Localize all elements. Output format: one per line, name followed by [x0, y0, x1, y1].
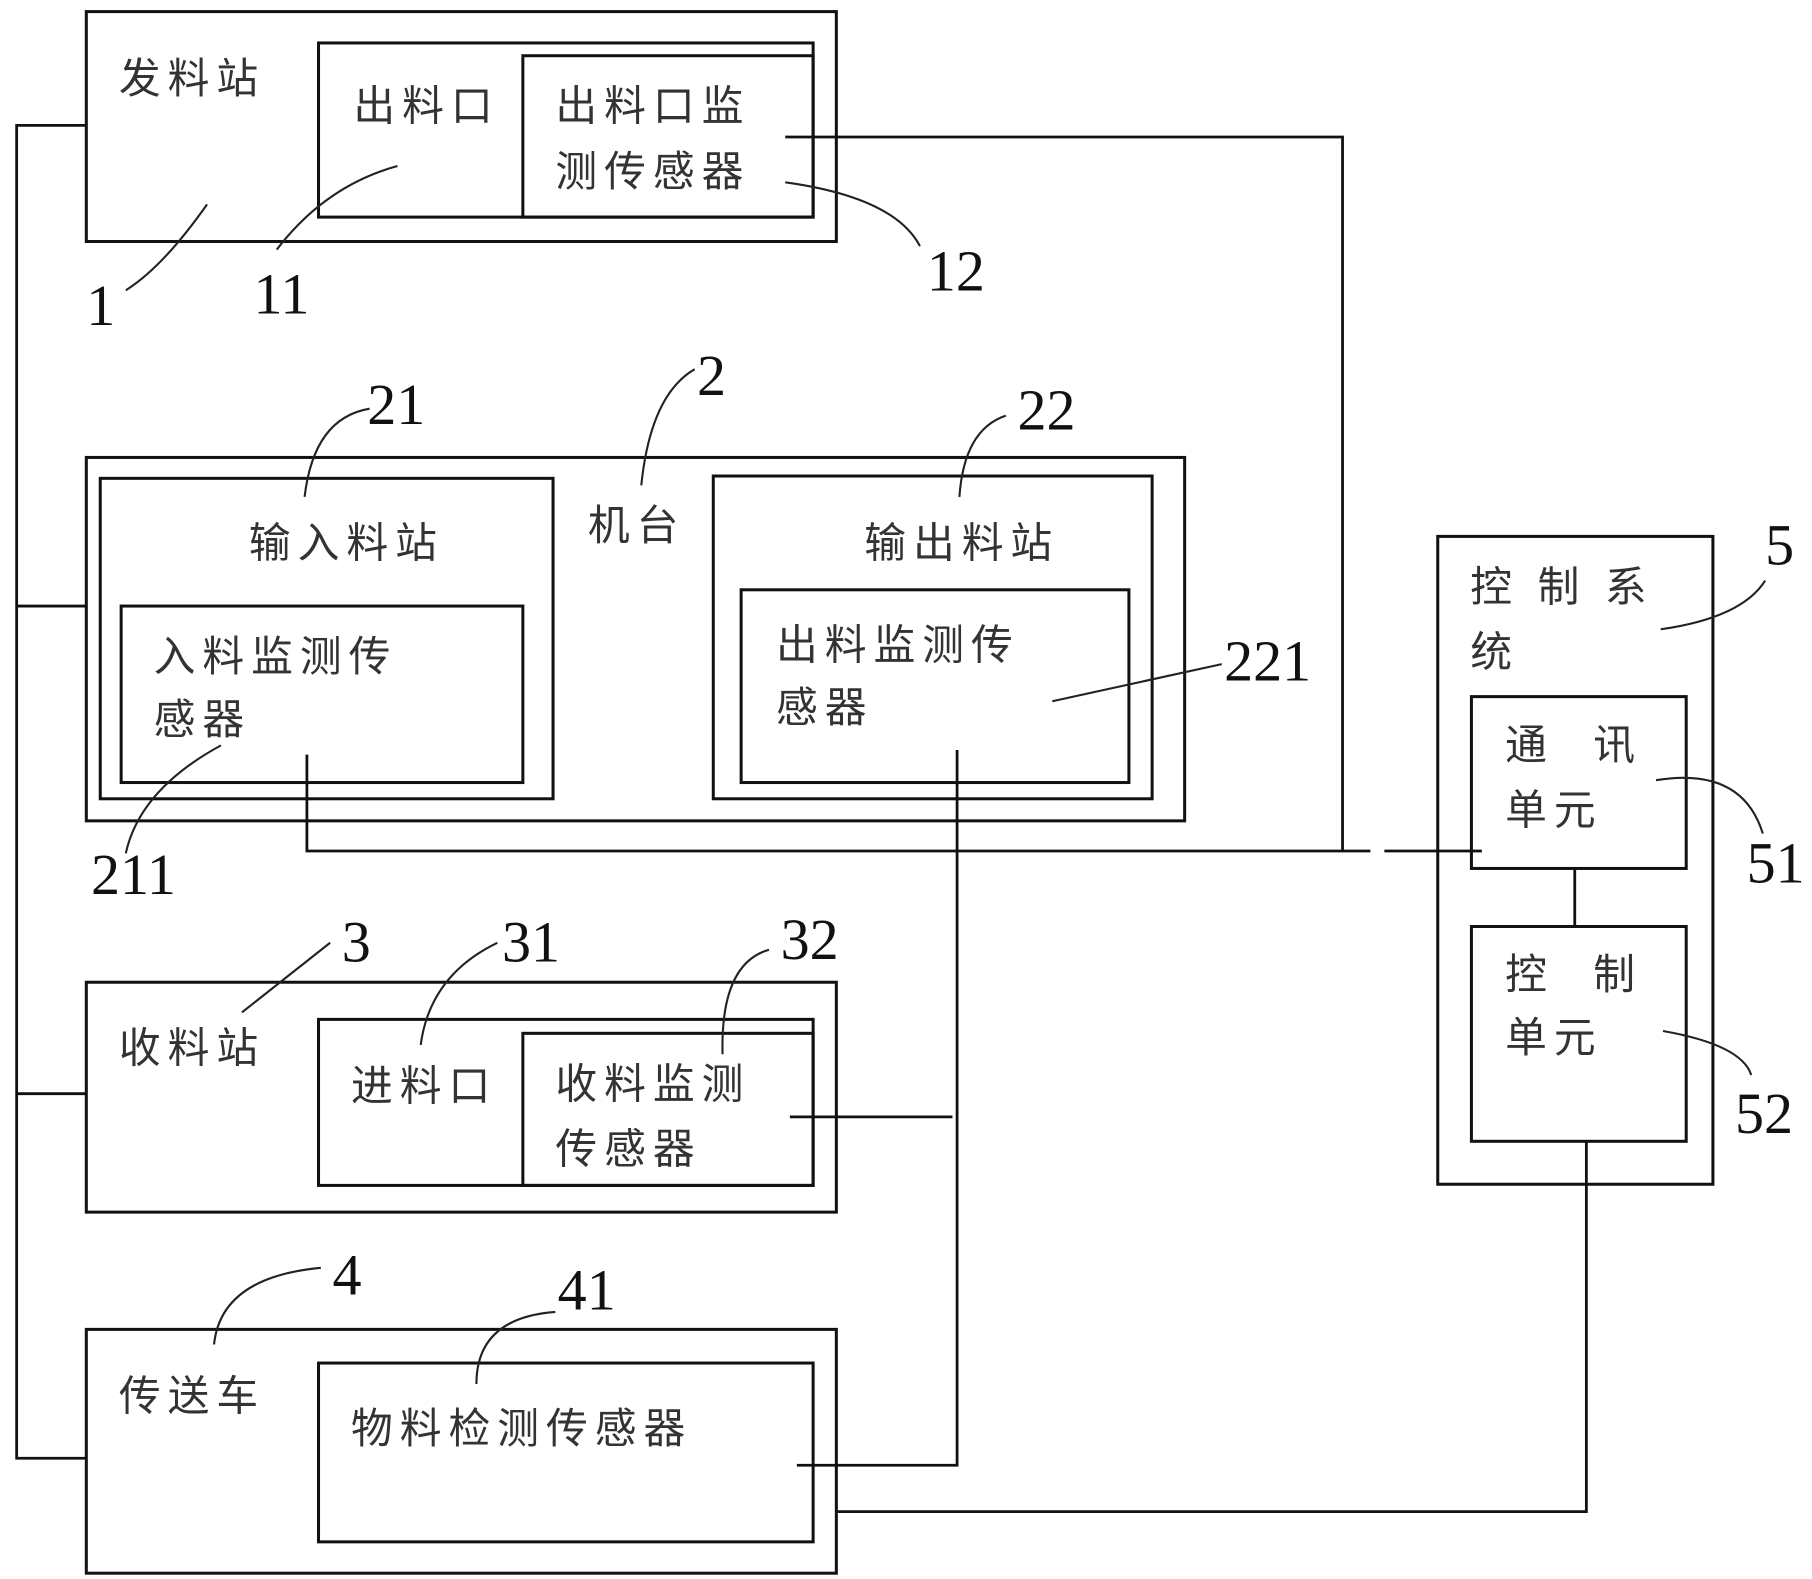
control-unit-box — [1469, 924, 1688, 1143]
issuing-station-box — [84, 10, 838, 244]
ref-3: 3 — [342, 909, 371, 974]
ref-32: 32 — [781, 907, 839, 972]
comm-unit-line2: 单元 — [1505, 785, 1603, 834]
leader-31 — [419, 941, 498, 1046]
output-sensor-line1: 出料监测传 — [776, 620, 1020, 669]
input-station-box — [98, 476, 555, 801]
issuing-station-label: 发料站 — [119, 54, 265, 103]
wire-control-cart — [836, 1141, 1588, 1514]
receiving-sensor-box — [521, 1031, 815, 1187]
receiving-station-label: 收料站 — [119, 1023, 265, 1072]
output-station-box — [711, 474, 1154, 801]
comm-unit-line1: 通讯 — [1505, 720, 1681, 769]
ref-31: 31 — [502, 909, 560, 974]
output-sensor-line2: 感器 — [776, 683, 873, 732]
ref-41: 41 — [558, 1258, 616, 1323]
leader-4 — [212, 1266, 321, 1345]
control-unit-line1: 控制 — [1505, 950, 1681, 999]
material-sensor-label: 物料检测传感器 — [351, 1404, 692, 1453]
ref-211: 211 — [91, 842, 176, 907]
comm-unit-box — [1469, 695, 1688, 870]
transfer-cart-label: 传送车 — [119, 1372, 265, 1421]
feed-port-label: 进料口 — [351, 1062, 497, 1111]
control-unit-line2: 单元 — [1505, 1013, 1603, 1062]
ref-51: 51 — [1747, 830, 1805, 895]
ref-52: 52 — [1735, 1081, 1793, 1146]
control-system-line1: 控制系 — [1470, 562, 1672, 611]
leader-12 — [785, 181, 921, 247]
input-sensor-box — [119, 604, 525, 785]
leader-51 — [1655, 776, 1764, 834]
ref-1: 1 — [86, 273, 115, 338]
control-system-line2: 统 — [1470, 627, 1519, 676]
ref-2: 2 — [697, 343, 726, 408]
receiving-station-box — [84, 980, 838, 1214]
wire-sensor221 — [796, 750, 959, 1467]
discharge-port-label: 出料口 — [353, 82, 499, 131]
leader-41 — [475, 1310, 556, 1384]
ref-21: 21 — [367, 372, 425, 437]
leader-2 — [640, 368, 696, 486]
control-system-box — [1436, 534, 1715, 1186]
input-sensor-line1: 入料监测传 — [154, 632, 398, 681]
leader-11 — [275, 165, 398, 251]
leader-3 — [241, 941, 331, 1014]
leader-211 — [124, 744, 222, 854]
left-bus-wire — [15, 123, 87, 1460]
leader-22 — [958, 414, 1007, 497]
wire-sensor12 — [785, 135, 1344, 852]
leader-221 — [1052, 663, 1223, 703]
wire-main-bus — [305, 754, 1482, 853]
output-station-label: 输出料站 — [864, 518, 1059, 567]
leader-5 — [1660, 579, 1767, 631]
ref-12: 12 — [927, 238, 985, 303]
ref-5: 5 — [1765, 512, 1794, 577]
leader-52 — [1662, 1029, 1753, 1076]
input-sensor-line2: 感器 — [154, 695, 252, 744]
input-station-label: 输入料站 — [249, 518, 444, 567]
discharge-port-sensor-line2: 测传感器 — [555, 147, 750, 196]
receiving-sensor-line2: 传感器 — [555, 1124, 701, 1173]
transfer-cart-box — [84, 1327, 838, 1575]
machine-box — [84, 455, 1187, 823]
ref-221: 221 — [1224, 628, 1311, 693]
leader-1 — [125, 203, 208, 292]
machine-label: 机台 — [588, 501, 686, 550]
material-sensor-box — [317, 1361, 815, 1544]
leader-32 — [721, 948, 770, 1055]
leader-21 — [303, 407, 370, 498]
output-sensor-box — [739, 588, 1131, 785]
ref-4: 4 — [332, 1243, 361, 1308]
receiving-sensor-line1: 收料监测 — [555, 1059, 750, 1108]
ref-22: 22 — [1017, 378, 1075, 443]
ref-11: 11 — [254, 261, 310, 326]
discharge-port-sensor-line1: 出料口监 — [555, 82, 750, 131]
